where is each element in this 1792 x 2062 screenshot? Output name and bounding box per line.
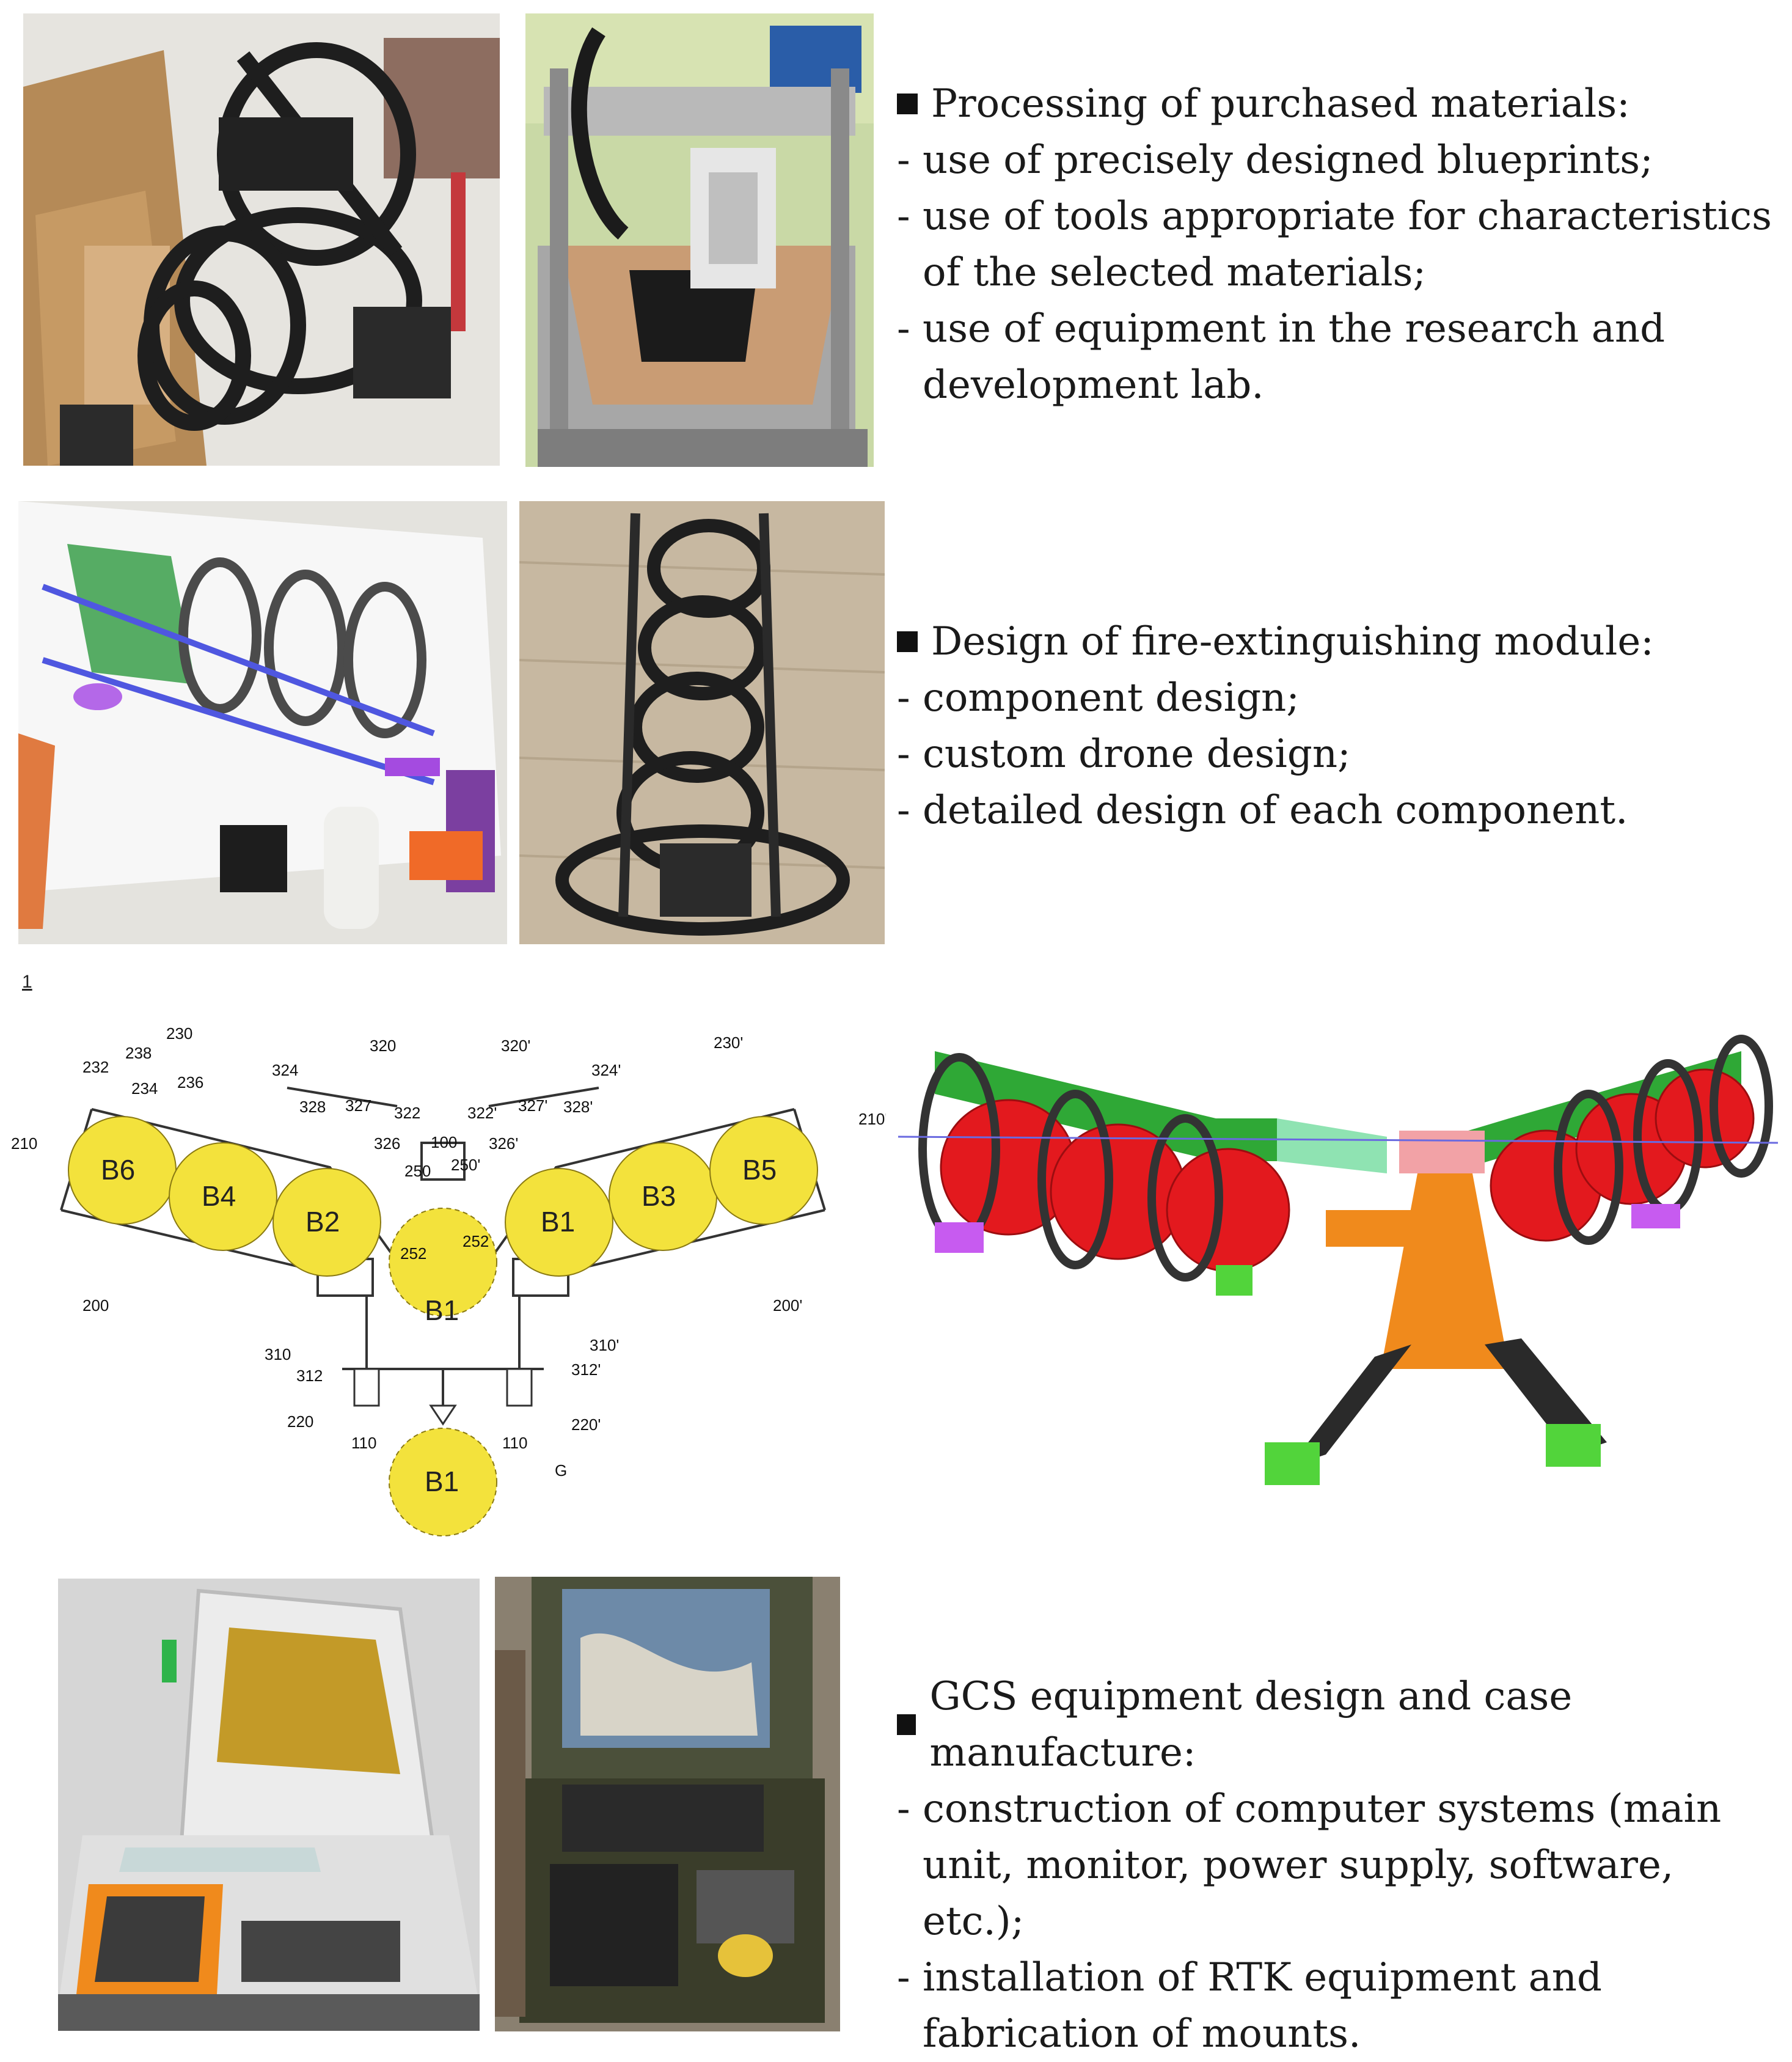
list-item: - component design; <box>897 675 1300 721</box>
ref-label: 312' <box>571 1360 601 1379</box>
ref-label: 210 <box>11 1134 37 1153</box>
ref-label: 200 <box>82 1296 109 1315</box>
ref-label: 220 <box>287 1412 313 1431</box>
square-bullet-icon <box>897 1714 916 1735</box>
section-design: Design of fire-extinguishing module: - c… <box>897 614 1777 838</box>
section-heading: Processing of purchased materials: <box>931 81 1630 127</box>
ref-label: 230 <box>166 1024 192 1043</box>
assembled-module-photo <box>519 501 885 944</box>
ref-label: 234 <box>131 1079 158 1098</box>
figure-number: 1 <box>22 972 32 992</box>
ball-label: B5 <box>742 1154 777 1186</box>
ball-b1-dropped <box>389 1428 497 1536</box>
patent-diagram: B6 B4 B2 B1 B1 B3 B5 B1 230 238 232 234 … <box>11 1024 886 1536</box>
module-3d-render <box>898 1027 1778 1497</box>
gcs-case-photo <box>495 1577 840 2031</box>
ref-label: 312 <box>296 1367 323 1385</box>
ref-label: 327 <box>345 1096 371 1115</box>
ref-label: 326 <box>374 1134 400 1153</box>
ref-label: 320 <box>370 1037 396 1055</box>
ball-b2 <box>272 1168 381 1277</box>
ref-label: 324' <box>591 1061 621 1079</box>
ball-b1-right <box>505 1168 613 1277</box>
ref-label: 324 <box>272 1061 298 1079</box>
ball-label: B1 <box>425 1466 459 1497</box>
ref-label: 236 <box>177 1073 203 1092</box>
ref-label: 110 <box>351 1434 376 1452</box>
ref-label: 238 <box>125 1044 152 1062</box>
section-processing: Processing of purchased materials: - use… <box>897 76 1777 413</box>
list-item: - construction of computer systems (main… <box>897 1786 1722 1944</box>
ball-label: B6 <box>101 1154 135 1186</box>
ball-label: B1 <box>541 1206 575 1238</box>
carbon-parts-photo <box>23 13 500 466</box>
list-item: - use of tools appropriate for character… <box>897 194 1772 295</box>
ref-label: 220' <box>571 1415 601 1434</box>
list-item: - installation of RTK equipment and fabr… <box>897 1955 1602 2056</box>
ball-label: B3 <box>642 1180 676 1212</box>
ref-label: 252 <box>463 1232 489 1250</box>
ball-b1-center <box>389 1208 497 1316</box>
ref-label: 322' <box>467 1104 497 1122</box>
ball-b5 <box>709 1116 818 1225</box>
list-item: - use of precisely designed blueprints; <box>897 138 1653 183</box>
ref-label: G <box>555 1461 567 1480</box>
cad-design-photo <box>18 501 507 944</box>
list-item: - detailed design of each component. <box>897 788 1628 833</box>
ball-label: B1 <box>425 1294 459 1326</box>
section-heading: Design of fire-extinguishing module: <box>931 619 1654 664</box>
ref-label: 100 <box>431 1133 457 1151</box>
ref-label: 200' <box>773 1296 802 1315</box>
ref-label: 322 <box>394 1104 420 1122</box>
section-gcs: GCS equipment design and case manufactur… <box>897 1668 1783 2062</box>
square-bullet-icon <box>897 631 918 652</box>
ref-label: 310 <box>265 1345 291 1363</box>
ref-label: 326' <box>489 1134 518 1153</box>
ref-label: 232 <box>82 1058 109 1076</box>
ref-label: 230' <box>714 1033 743 1052</box>
ref-label: 250 <box>404 1162 431 1180</box>
ref-label: 250' <box>451 1156 480 1174</box>
ball-group <box>68 1116 818 1536</box>
ref-label: 310' <box>590 1336 619 1354</box>
list-item: - custom drone design; <box>897 732 1351 777</box>
list-item: - use of equipment in the research and d… <box>897 306 1666 408</box>
ref-label: 210' <box>858 1110 886 1128</box>
ref-label: 252 <box>400 1244 426 1263</box>
ref-label: 320' <box>501 1037 530 1055</box>
ball-b4 <box>169 1142 277 1251</box>
cnc-machine-photo <box>525 13 874 467</box>
ball-label: B4 <box>202 1180 236 1212</box>
ref-label: 328' <box>563 1098 593 1116</box>
square-bullet-icon <box>897 94 918 114</box>
ball-label: B2 <box>305 1206 340 1238</box>
ref-label: 328 <box>299 1098 326 1116</box>
ref-label: 327' <box>518 1096 547 1115</box>
section-heading: GCS equipment design and case manufactur… <box>929 1674 1573 1775</box>
ref-label: 110 <box>502 1434 527 1452</box>
gcs-case-render <box>58 1579 480 2031</box>
